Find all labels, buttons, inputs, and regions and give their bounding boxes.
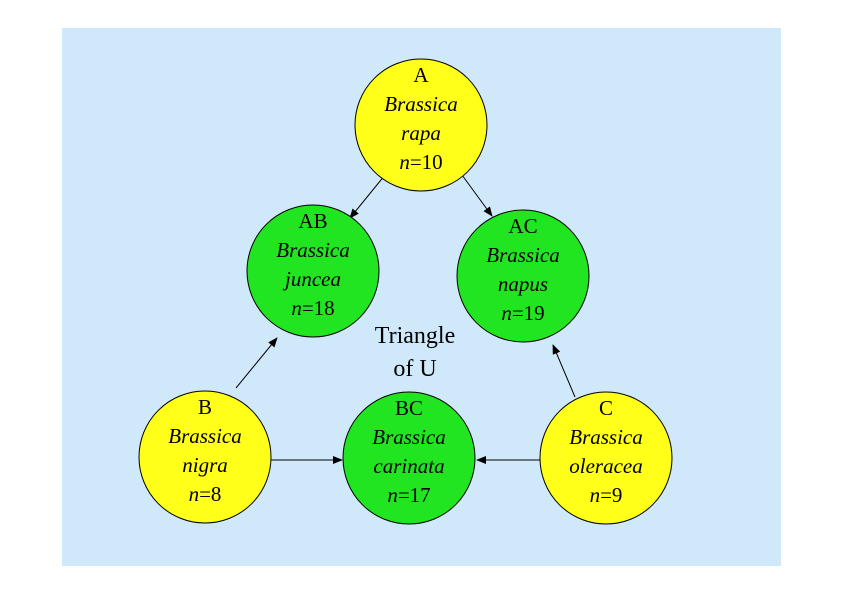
node-c: C Brassica oleracea n=9 [539,391,673,525]
node-chromosome-number: n=8 [189,482,222,506]
node-genus-label: Brassica [168,424,242,448]
node-chromosome-number: n=19 [501,301,544,325]
node-circle [354,58,488,192]
node-ab: AB Brassica juncea n=18 [246,204,380,338]
node-species-label: nigra [182,453,228,477]
node-genus-label: Brassica [384,92,458,116]
node-circle [539,391,673,525]
node-circle [342,391,476,525]
node-b: B Brassica nigra n=8 [138,390,272,524]
node-genome-label: BC [395,396,423,420]
chromosome-count: =8 [199,482,221,506]
node-circle [246,204,380,338]
node-genus-label: Brassica [372,425,446,449]
node-species-label: juncea [282,267,341,291]
chromosome-count: =10 [410,150,443,174]
arrow-c-to-ac [552,344,576,398]
n-symbol: n [399,150,410,174]
node-genome-label: A [413,63,429,87]
chromosome-count: =19 [512,301,545,325]
node-circle [456,209,590,343]
node-genus-label: Brassica [276,238,350,262]
node-species-label: rapa [401,121,441,145]
node-a: A Brassica rapa n=10 [354,58,488,192]
chromosome-count: =17 [398,483,431,507]
n-symbol: n [189,482,200,506]
node-genus-label: Brassica [486,243,560,267]
node-chromosome-number: n=9 [590,483,623,507]
node-chromosome-number: n=17 [387,483,430,507]
n-symbol: n [387,483,398,507]
n-symbol: n [291,296,302,320]
arrow-a-to-ac [461,174,493,217]
center-label-line-2: of U [393,356,436,382]
chromosome-count: =9 [600,483,622,507]
edges-layer [235,174,576,464]
node-genome-label: C [599,396,613,420]
node-species-label: napus [498,272,548,296]
node-species-label: carinata [373,454,444,478]
node-ac: AC Brassica napus n=19 [456,209,590,343]
node-chromosome-number: n=10 [399,150,442,174]
center-label-line-1: Triangle [375,323,455,349]
node-species-label: oleracea [569,454,642,478]
nodes-layer: ABrassicarapan=10ABBrassicajuncean=18ACB… [138,58,673,525]
node-genome-label: B [198,395,212,419]
node-bc: BC Brassica carinata n=17 [342,391,476,525]
node-circle [138,390,272,524]
node-genome-label: AB [298,209,327,233]
n-symbol: n [501,301,512,325]
n-symbol: n [590,483,601,507]
node-genome-label: AC [508,214,537,238]
node-chromosome-number: n=18 [291,296,334,320]
arrow-a-to-ab [349,174,386,219]
node-genus-label: Brassica [569,425,643,449]
chromosome-count: =18 [302,296,335,320]
arrow-b-to-ab [235,337,278,389]
